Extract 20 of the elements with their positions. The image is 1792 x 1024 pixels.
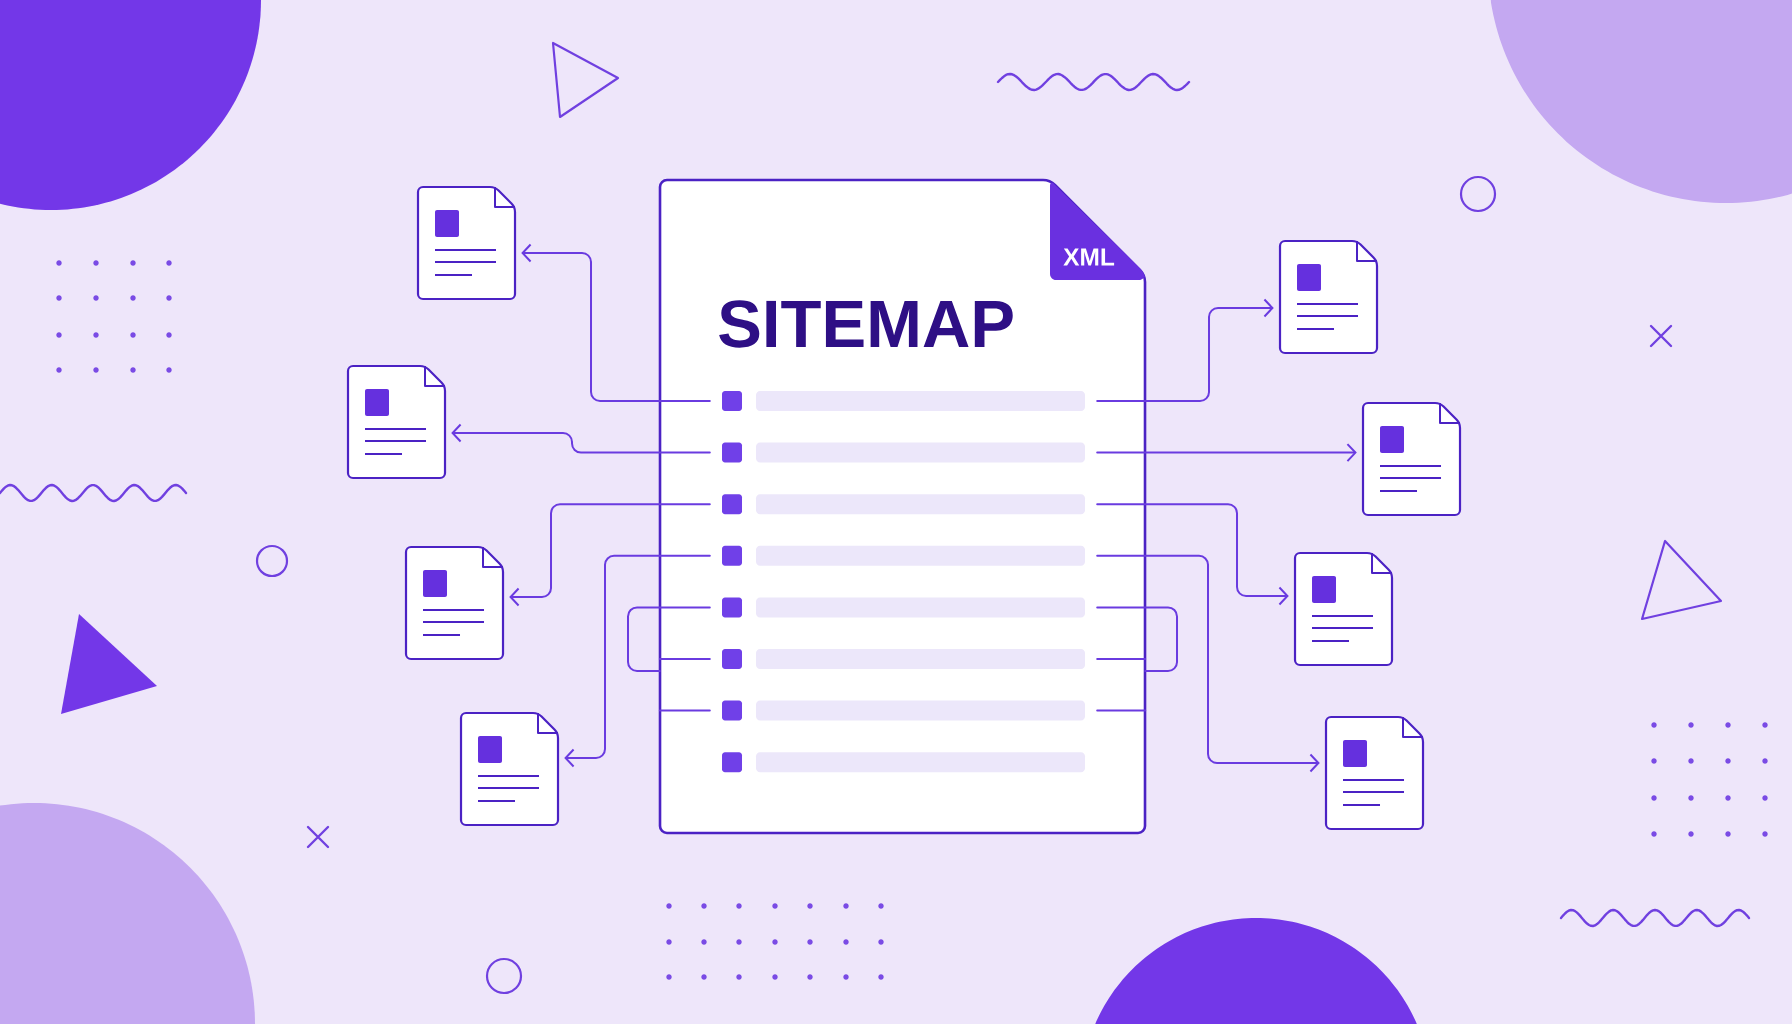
page-icon xyxy=(416,185,517,301)
page-icon xyxy=(346,364,447,480)
list-row xyxy=(722,649,1085,669)
page-icon xyxy=(1293,551,1394,667)
triangle-outline xyxy=(551,41,620,119)
list-row xyxy=(722,700,1085,721)
list-row xyxy=(722,752,1085,773)
corner-tab: XML xyxy=(1050,182,1145,280)
page-icon xyxy=(1361,401,1462,517)
page-icon xyxy=(1278,239,1379,355)
list-row xyxy=(722,494,1085,515)
list-row xyxy=(722,545,1085,566)
list-row xyxy=(722,391,1085,411)
list-row xyxy=(722,442,1085,463)
triangle-outline xyxy=(1640,539,1723,621)
triangle xyxy=(61,614,157,714)
page-icon xyxy=(1324,715,1425,831)
page-icon xyxy=(459,711,560,827)
list-row xyxy=(722,597,1085,618)
page-icon xyxy=(404,545,505,661)
